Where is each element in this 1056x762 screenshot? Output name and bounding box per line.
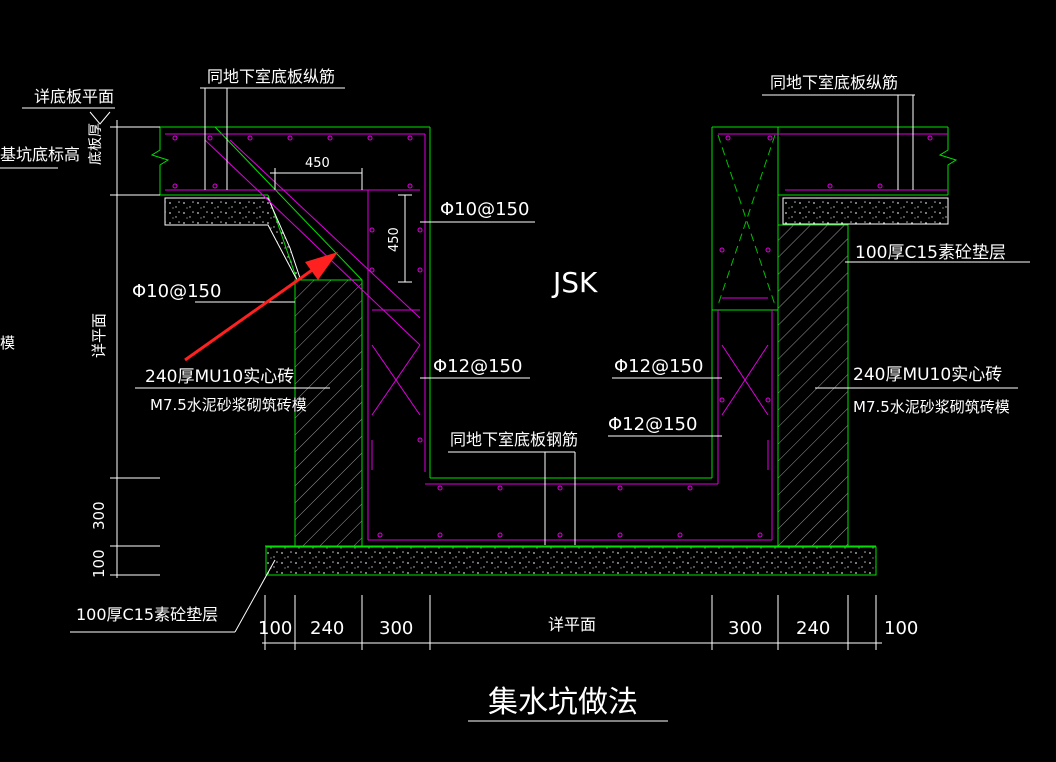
brick-wall-left — [294, 279, 363, 547]
label-detail-plan-vertical: 详平面 — [90, 313, 108, 358]
label-slab-thickness: 底板厚 — [88, 123, 104, 165]
label-rebar-phi10-b: Φ10@150 — [132, 281, 221, 302]
drawing-title: 集水坑做法 — [488, 685, 638, 720]
dim-300-vertical: 300 — [90, 501, 108, 530]
cushion-bottom — [265, 546, 877, 576]
bottom-dim-7: 100 — [884, 618, 918, 639]
label-cushion-left: 100厚C15素砼垫层 — [76, 605, 218, 624]
bottom-dim-3: 300 — [379, 618, 413, 639]
leaders — [0, 87, 1030, 722]
bottom-dim-1: 100 — [258, 618, 292, 639]
cushion-right-upper — [782, 197, 949, 225]
right-wall-dashed-x — [717, 134, 776, 306]
label-brick-left-2: M7.5水泥砂浆砌筑砖模 — [150, 396, 307, 414]
dim-450-vertical: 450 — [387, 227, 402, 252]
label-rebar-phi10-a: Φ10@150 — [440, 199, 529, 220]
bottom-dim-6: 240 — [796, 618, 830, 639]
label-pit-bottom-elev: 基坑底标高 — [0, 145, 80, 164]
bottom-dim-4: 详平面 — [548, 615, 596, 634]
label-brick-left-1: 240厚MU10实心砖 — [145, 367, 294, 387]
label-rebar-phi12-left: Φ12@150 — [433, 356, 522, 377]
label-rebar-phi12-right-b: Φ12@150 — [608, 414, 697, 435]
dim-450-horizontal: 450 — [305, 156, 330, 171]
label-brick-right-1: 240厚MU10实心砖 — [853, 365, 1002, 385]
label-cushion-right: 100厚C15素砼垫层 — [855, 243, 1006, 263]
label-left-edge: 模 — [0, 334, 15, 352]
annotation-arrow — [184, 252, 338, 362]
bottom-dim-2: 240 — [310, 618, 344, 639]
cushion-left-upper — [164, 197, 301, 281]
label-pit-code: JSK — [551, 266, 598, 299]
label-detail-base-plan: 详底板平面 — [34, 87, 114, 106]
label-rebar-phi12-right-a: Φ12@150 — [614, 356, 703, 377]
label-slab-rebar: 同地下室底板钢筋 — [450, 430, 578, 449]
rebar-lines — [165, 133, 948, 541]
brick-wall-right — [777, 224, 849, 547]
bottom-dim-5: 300 — [728, 618, 762, 639]
label-brick-right-2: M7.5水泥砂浆砌筑砖模 — [853, 398, 1010, 416]
label-slab-long-bars-right: 同地下室底板纵筋 — [770, 73, 898, 92]
rebar-dots — [172, 135, 933, 538]
dim-100-vertical: 100 — [90, 549, 108, 578]
label-slab-long-bars-left: 同地下室底板纵筋 — [207, 67, 335, 86]
